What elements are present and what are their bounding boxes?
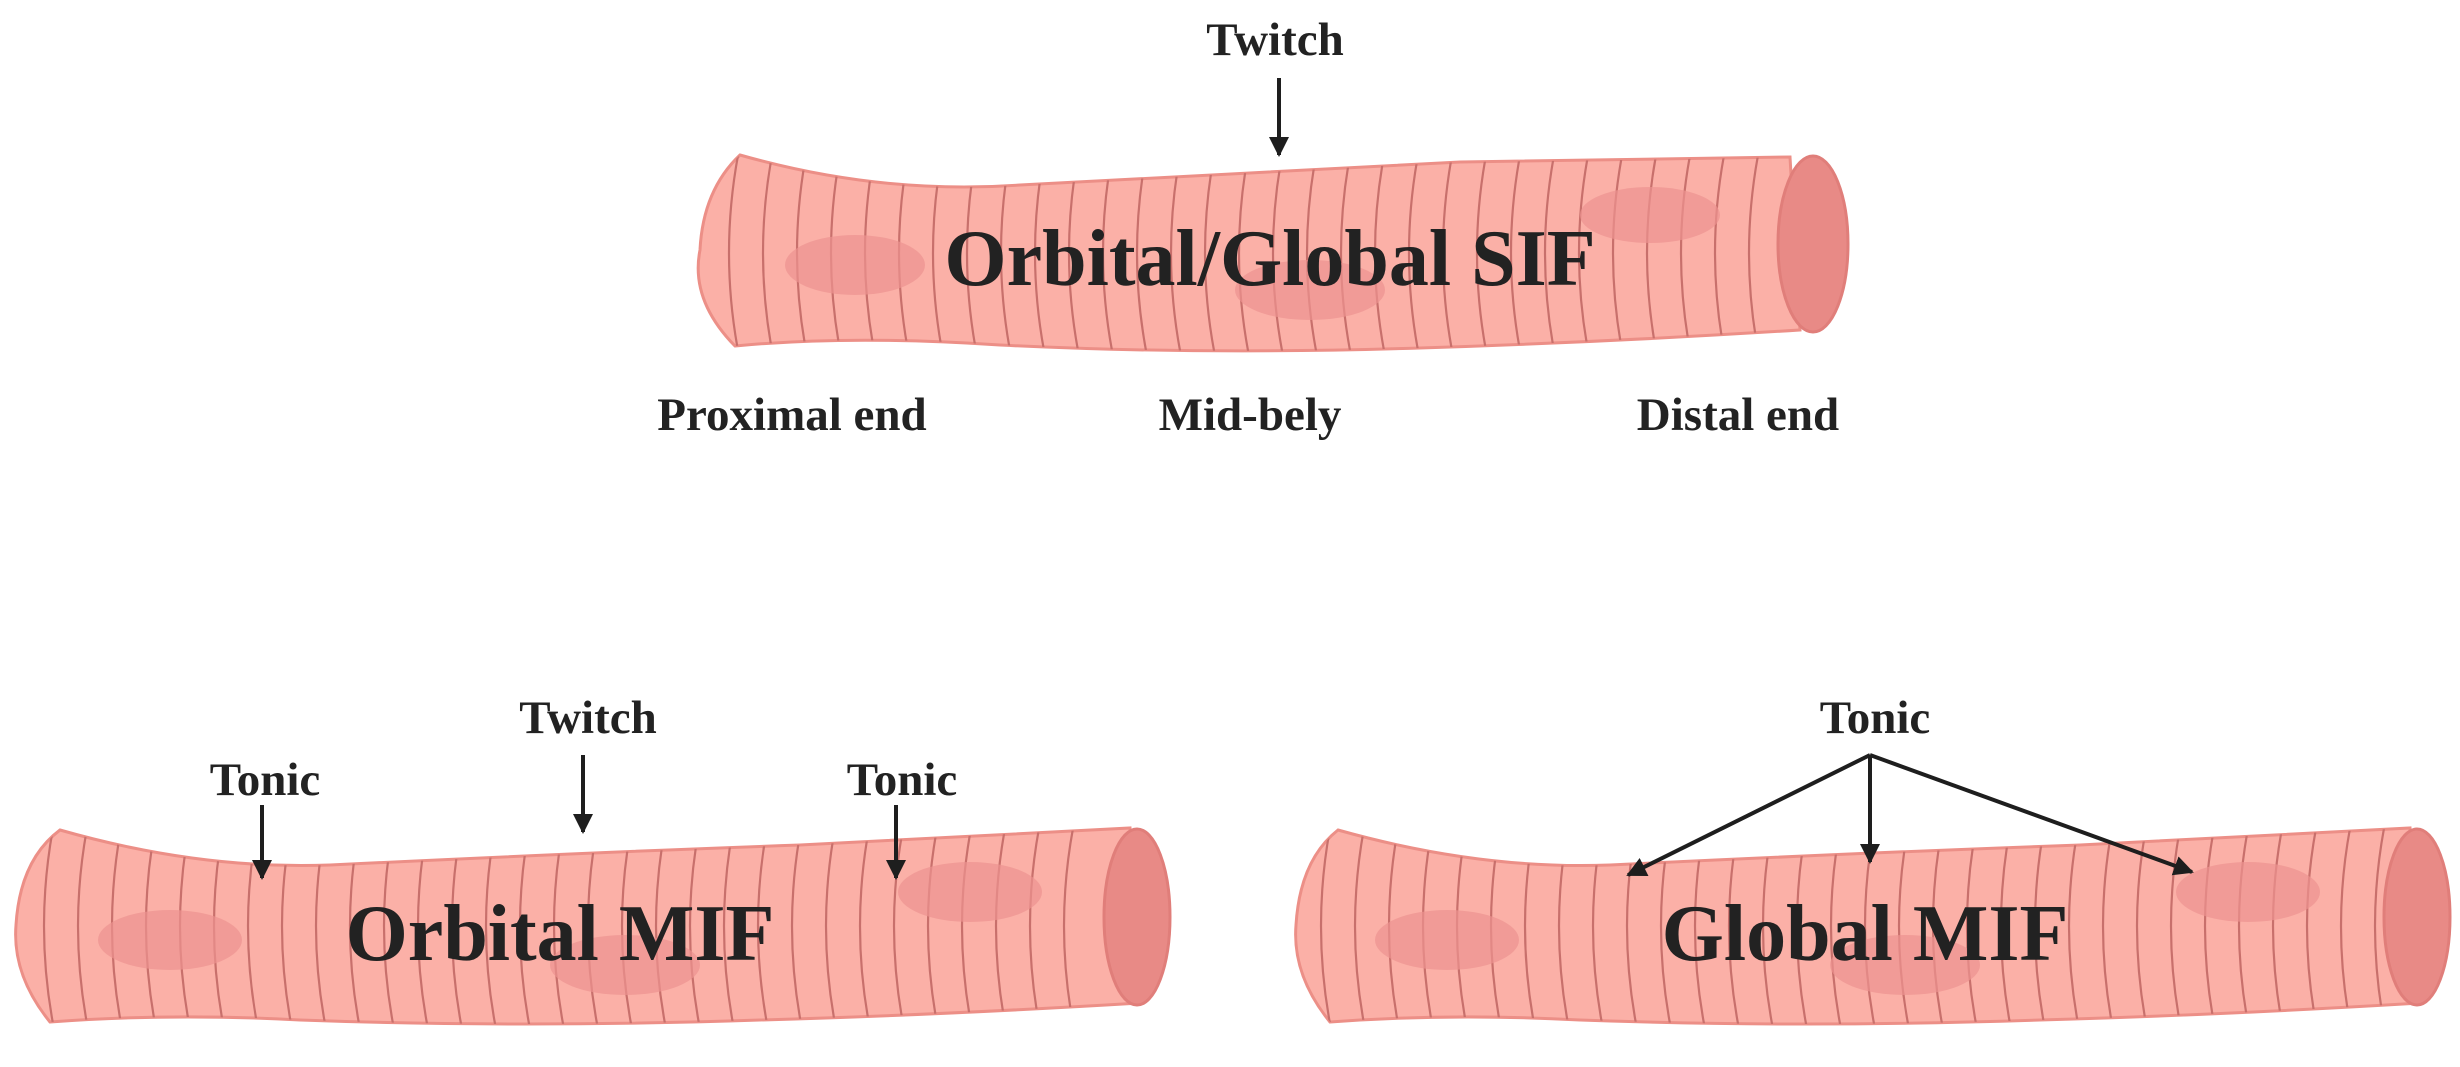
striation-line [1319,828,1334,1024]
striation-line [1441,155,1456,351]
orbital-mif-tonic-left-label: Tonic [210,754,321,806]
striation-line [1475,155,1490,351]
global-mif-fiber [1294,826,2452,1026]
striation-line [1353,828,1368,1024]
orbital-mif-fiber [14,826,1172,1026]
label-mid-belly: Mid-bely [1159,389,1342,441]
striation-line [1645,155,1660,351]
striation-line [858,828,873,1024]
orbital-mif-title: Orbital MIF [346,890,775,978]
striation-line [1509,155,1524,351]
sif-twitch-label: Twitch [1206,14,1344,66]
striation-line [1611,155,1626,351]
striation-line [1679,155,1694,351]
striation-line [2169,828,2184,1024]
striation-line [727,155,742,351]
fiber-end [1102,827,1172,1007]
orbital-mif-tonic-right-label: Tonic [847,754,958,806]
striation-line [2305,828,2320,1024]
striation-line [1028,828,1043,1024]
global-mif-title: Global MIF [1662,890,2069,978]
striation-line [761,155,776,351]
striation-line [994,828,1009,1024]
striation-line [42,828,57,1024]
striation-line [2203,828,2218,1024]
striation-line [824,828,839,1024]
fiber-end [1776,154,1850,334]
sif-title: Orbital/Global SIF [944,215,1595,303]
global-mif-tonic-arrow-right [1869,753,2194,876]
striation-line [2271,828,2286,1024]
striation-line [2237,828,2252,1024]
striation-line [1305,155,1320,351]
global-mif-tonic-label: Tonic [1820,692,1931,744]
sif-fiber [696,153,1850,353]
orbital-mif-twitch-label: Twitch [519,692,657,744]
striation-line [1713,155,1728,351]
striation-line [1339,155,1354,351]
label-proximal-end: Proximal end [657,389,926,441]
striation-line [1271,155,1286,351]
fiber-end [2382,827,2452,1007]
striation-line [926,828,941,1024]
striation-line [1407,155,1422,351]
striation-line [2135,828,2150,1024]
label-distal-end: Distal end [1637,389,1839,441]
global-mif-tonic-arrow-left [1626,753,1871,877]
striation-line [76,828,91,1024]
striation-line [1577,155,1592,351]
striation-line [892,828,907,1024]
striation-line [1373,155,1388,351]
striation-line [960,828,975,1024]
striation-line [2101,828,2116,1024]
striation-line [1543,155,1558,351]
